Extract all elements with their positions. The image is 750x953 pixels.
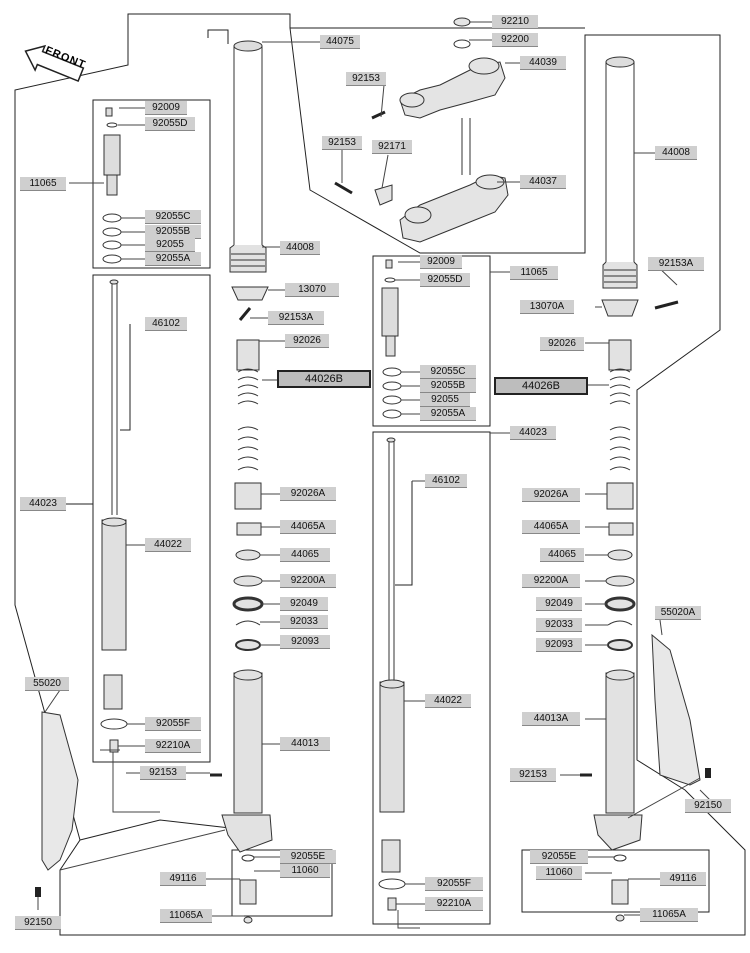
fork-guard-right [651, 633, 701, 786]
part-label-44037: 44037 [520, 175, 566, 189]
part-label-92153A-right: 92153A [648, 257, 704, 271]
part-label-92093-left: 92093 [280, 635, 330, 649]
part-label-49116-left: 49116 [160, 872, 206, 886]
part-label-92049-right: 92049 [536, 597, 582, 611]
left-cartridge-parts [102, 107, 122, 264]
part-label-92026A-right: 92026A [522, 488, 580, 502]
part-label-44065-left: 44065 [280, 548, 330, 562]
leader-46102-right [395, 481, 413, 586]
part-label-92055B-right: 92055B [420, 379, 476, 393]
part-label-92055C-left: 92055C [145, 210, 201, 224]
part-label-92200A-right: 92200A [522, 574, 580, 588]
part-label-55020A: 55020A [655, 606, 701, 620]
part-label-92210: 92210 [492, 15, 538, 29]
part-label-92055F-right: 92055F [425, 877, 483, 891]
part-label-92153-mid: 92153 [322, 136, 362, 150]
part-label-44065-right: 44065 [540, 548, 584, 562]
part-label-92009-left: 92009 [145, 101, 187, 115]
part-label-92055B-left: 92055B [145, 225, 201, 239]
part-label-44023-left: 44023 [20, 497, 66, 511]
part-label-92009-right: 92009 [420, 255, 462, 269]
part-label-92153-lower-right: 92153 [510, 768, 556, 782]
left-outer-tube [229, 40, 267, 273]
right-stack [593, 299, 643, 922]
part-label-92150-right: 92150 [685, 799, 731, 813]
part-label-11065-right: 11065 [510, 266, 558, 280]
part-label-44065A-right: 44065A [522, 520, 580, 534]
part-label-44026B-left: 44026B [277, 370, 371, 388]
part-label-92055D-left: 92055D [145, 117, 195, 131]
right-outer-tube [602, 56, 638, 289]
part-label-44013A: 44013A [522, 712, 580, 726]
right-bottom-box [521, 849, 710, 913]
bolt-92153A-right [654, 300, 679, 310]
right-damper-box [372, 431, 491, 925]
bolt-92153A-left [238, 307, 252, 321]
part-label-13070: 13070 [285, 283, 339, 297]
part-label-44023-right: 44023 [510, 426, 556, 440]
left-stack [221, 286, 273, 924]
left-damper [100, 279, 128, 753]
part-label-44013: 44013 [280, 737, 330, 751]
left-damper-box [92, 274, 211, 763]
part-label-92049-left: 92049 [280, 597, 328, 611]
inner-route [79, 14, 231, 841]
part-label-11060-left: 11060 [280, 864, 330, 878]
part-label-92093-right: 92093 [536, 638, 582, 652]
part-label-11065A-left: 11065A [160, 909, 212, 923]
right-cartridge-parts [381, 259, 402, 419]
part-label-46102-left: 46102 [145, 317, 187, 331]
part-label-44075: 44075 [320, 35, 360, 49]
part-label-92200: 92200 [492, 33, 538, 47]
part-label-44039: 44039 [520, 56, 566, 70]
part-label-13070A: 13070A [520, 300, 574, 314]
part-label-44022-right: 44022 [425, 694, 471, 708]
part-label-92033-left: 92033 [280, 615, 328, 629]
part-label-92055F-left: 92055F [145, 717, 201, 731]
bolt-92153-top [371, 110, 386, 120]
right-damper [378, 437, 406, 911]
leader-lines [37, 21, 711, 929]
part-label-92055-right: 92055 [420, 393, 470, 407]
part-label-92055E-right: 92055E [530, 850, 588, 864]
part-label-92210A-right: 92210A [425, 897, 483, 911]
part-label-92153-lower-left: 92153 [140, 766, 186, 780]
part-label-44008-left: 44008 [280, 241, 320, 255]
part-label-92055C-right: 92055C [420, 365, 476, 379]
front-arrow-icon [24, 44, 85, 82]
part-label-92055A-right: 92055A [420, 407, 476, 421]
part-label-44008-right: 44008 [655, 146, 697, 160]
part-label-92033-right: 92033 [536, 618, 582, 632]
part-label-92026-left: 92026 [285, 334, 329, 348]
part-label-49116-right: 49116 [660, 872, 706, 886]
fork-guard-left [41, 711, 79, 871]
part-label-92153-top: 92153 [346, 72, 386, 86]
part-label-11065A-right: 11065A [640, 908, 698, 922]
part-label-92200A-left: 92200A [280, 574, 336, 588]
part-label-92171: 92171 [372, 140, 412, 154]
lower-triple-clamp [374, 118, 509, 243]
leader-44075 [207, 29, 229, 44]
part-label-46102-right: 46102 [425, 474, 467, 488]
part-label-92055D-right: 92055D [420, 273, 470, 287]
part-label-44022-left: 44022 [145, 538, 191, 552]
part-label-11065-left: 11065 [20, 177, 66, 191]
part-label-92055A-left: 92055A [145, 252, 201, 266]
part-label-92026-right: 92026 [540, 337, 584, 351]
bolt-92153-mid [334, 181, 353, 195]
part-label-44026B-right: 44026B [494, 377, 588, 395]
part-label-92150-left: 92150 [15, 916, 61, 930]
part-label-92026A-left: 92026A [280, 487, 336, 501]
part-label-55020: 55020 [25, 677, 69, 691]
part-label-44065A-left: 44065A [280, 520, 336, 534]
part-label-11060-right: 11060 [536, 866, 582, 880]
part-label-92210A-left: 92210A [145, 739, 201, 753]
part-label-92055E-left: 92055E [280, 850, 336, 864]
part-label-92153A-left: 92153A [268, 311, 324, 325]
leader-46102-left [120, 324, 131, 431]
part-label-92055-left: 92055 [145, 238, 195, 252]
left-cartridge-box [92, 99, 211, 269]
upper-triple-clamp [399, 17, 506, 119]
